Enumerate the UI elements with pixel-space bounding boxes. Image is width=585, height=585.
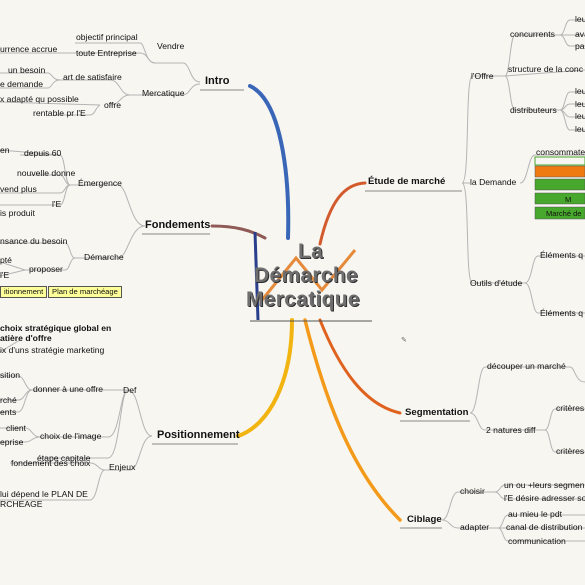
node-choix1[interactable]: choix stratégique global en [0,323,112,333]
node-canal[interactable]: canal de distribution [506,522,583,532]
node-marche-de[interactable]: Marché de [546,209,582,218]
branch-ciblage [303,318,402,522]
node-concurrence[interactable]: urrence accrue [0,44,58,54]
demande-box-outline [534,156,585,166]
node-decouper[interactable]: découper un marché [487,361,566,371]
node-proposer[interactable]: proposer [29,264,63,274]
node-leu3[interactable]: leu [575,99,585,109]
plan-marcheage-box[interactable]: Plan de marchéage [48,286,122,298]
node-produit[interactable]: is produit [0,208,35,218]
demande-box-orange [534,165,585,178]
node-natures[interactable]: 2 natures diff [486,425,536,435]
node-pa[interactable]: pa [575,41,585,51]
node-vendre[interactable]: Vendre [157,41,185,51]
node-lademande[interactable]: la Demande [470,177,517,187]
topic-fondements[interactable]: Fondements [145,219,211,231]
node-art[interactable]: art de satisfaire [63,72,122,82]
node-vend[interactable]: vend plus [0,184,37,194]
node-seg2[interactable]: l'E désire adresser so [504,493,585,503]
node-choix-image[interactable]: choix de l'image [40,431,102,441]
node-criteres2[interactable]: critères [556,446,585,456]
demande-box-green-3 [534,206,585,220]
node-consommate[interactable]: consommate [536,147,585,157]
node-outils[interactable]: Outils d'étude [470,278,523,288]
node-adapter[interactable]: adapter [460,522,490,532]
node-rentable[interactable]: rentable pr l'E [33,108,86,118]
node-offre[interactable]: offre [104,100,122,110]
topic-intro[interactable]: Intro [205,75,230,87]
node-fondement[interactable]: fondement des choix [11,458,91,468]
node-loffre[interactable]: l'Offre [471,71,494,81]
node-mercatique[interactable]: Mercatique [142,88,185,98]
node-rche[interactable]: rché [0,395,17,405]
central-title-line1: La [298,240,324,263]
node-demande[interactable]: e demande [0,79,44,89]
node-choix3[interactable]: ix d'uns stratégie marketing [0,345,105,355]
branch-segmentation [318,318,402,415]
node-depuis[interactable]: depuis 60 [24,148,62,158]
topic-segmentation[interactable]: Segmentation [405,407,469,418]
node-en[interactable]: en [0,145,10,155]
node-etape[interactable]: étape capitale [37,453,91,463]
node-sition[interactable]: sition [0,370,21,380]
node-le2[interactable]: l'E [0,270,10,280]
node-emergence[interactable]: Émergence [78,178,122,188]
central-title-line3: Mercatique [246,288,360,311]
node-ents[interactable]: ents [0,407,17,417]
node-leu4[interactable]: leu [575,111,585,121]
node-adapte[interactable]: x adapté qu possible [0,94,79,104]
node-objectif[interactable]: objectif principal [76,32,138,42]
node-plan2[interactable]: RCHEAGE [0,499,43,509]
node-comm[interactable]: communication [508,536,566,546]
topic-ciblage[interactable]: Ciblage [407,514,442,525]
positionnement-box[interactable]: itionnement [0,286,48,298]
node-plan1[interactable]: lui dépend le PLAN DE [0,489,88,499]
node-elements2[interactable]: Éléments q [540,308,583,318]
demande-box-green-2 [534,192,585,205]
node-leu5[interactable]: leu [575,124,585,134]
node-criteres1[interactable]: critères [556,403,585,413]
topic-etude[interactable]: Étude de marché [368,176,446,187]
node-le[interactable]: l'E [52,199,62,209]
node-seg1[interactable]: un ou +leurs segmen [504,480,585,490]
branch-positionnement [236,318,294,438]
node-enjeux[interactable]: Enjeux [109,462,136,472]
node-def[interactable]: Def [123,385,137,395]
node-ava[interactable]: ava [575,29,585,39]
svg-text:✎: ✎ [401,337,407,344]
central-title: La Démarche Mercatique [244,240,368,318]
central-title-line2: Démarche [254,264,358,287]
node-distributeurs[interactable]: distributeurs [510,105,557,115]
node-naissance[interactable]: nsance du besoin [0,236,68,246]
demande-box-green-1 [534,178,585,191]
node-eprise[interactable]: eprise [0,437,24,447]
node-leu2[interactable]: leu [575,86,585,96]
node-choisir[interactable]: choisir [460,486,485,496]
node-structure[interactable]: structure de la conc [508,64,583,74]
node-toute[interactable]: toute Entreprise [76,48,137,58]
node-elements1[interactable]: Éléments q [540,250,583,260]
node-mieu[interactable]: au mieu le pdt [508,509,562,519]
node-besoin[interactable]: un besoin [8,65,46,75]
node-leu1[interactable]: leu [575,14,585,24]
node-demarche[interactable]: Démarche [84,252,124,262]
branch-etude [318,181,367,246]
branch-fondements [210,224,267,240]
node-nouvelle[interactable]: nouvelle donne [17,168,76,178]
topic-positionnement[interactable]: Positionnement [157,429,240,441]
node-m[interactable]: M [565,195,572,204]
node-pte[interactable]: pté [0,255,12,265]
node-choix2[interactable]: atière d'offre [0,333,52,343]
node-concurrents[interactable]: concurrents [510,29,555,39]
node-client[interactable]: client [6,423,27,433]
branch-intro [248,84,291,240]
node-donner[interactable]: donner à une offre [33,384,104,394]
